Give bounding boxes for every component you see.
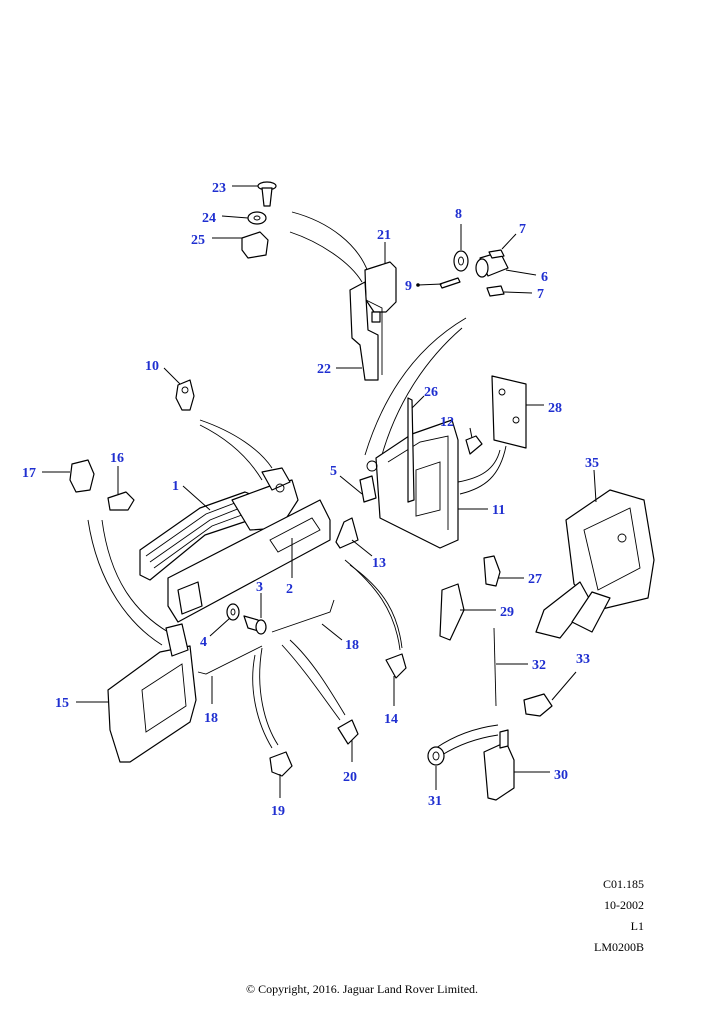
- reference-code: C01.185: [602, 877, 644, 891]
- callouts: 1 2 3 4 5 6 7 7 8 9 10 11 1: [22, 181, 599, 819]
- callout-9: 9: [405, 279, 412, 294]
- callout-24: 24: [202, 211, 216, 226]
- lock-mechanism: [335, 397, 459, 549]
- outer-handle: [139, 467, 299, 581]
- callout-20: 20: [343, 770, 357, 785]
- assembly-guide-lines: [87, 211, 507, 756]
- plate-28-screw-12: [465, 375, 527, 455]
- bracket-29-clip-27: [439, 555, 501, 641]
- callout-18: 18: [345, 638, 359, 653]
- screw-16-nut-17: [69, 459, 135, 511]
- callout-7: 7: [519, 222, 526, 237]
- callout-22: 22: [317, 362, 331, 377]
- clip-10: [175, 379, 195, 411]
- callout-17: 17: [22, 466, 36, 481]
- callout-29: 29: [500, 605, 514, 620]
- callout-3: 3: [256, 580, 263, 595]
- lock-lever-assembly: [349, 261, 397, 381]
- callout-26: 26: [424, 385, 438, 400]
- callout-7-lower: 7: [537, 287, 544, 302]
- copyright-notice: © Copyright, 2016. Jaguar Land Rover Lim…: [245, 982, 479, 996]
- callout-25: 25: [191, 233, 205, 248]
- callout-28: 28: [548, 401, 562, 416]
- callout-33: 33: [576, 652, 590, 667]
- callout-1: 1: [172, 479, 179, 494]
- callout-27: 27: [528, 572, 542, 587]
- screw-washer-3-4: [226, 603, 267, 635]
- callout-30: 30: [554, 768, 568, 783]
- callout-10: 10: [145, 359, 159, 374]
- callout-5: 5: [330, 464, 337, 479]
- callout-32: 32: [532, 658, 546, 673]
- callout-35: 35: [585, 456, 599, 471]
- rods-and-clips: [197, 599, 407, 777]
- drawing-number: LM0200B: [593, 940, 644, 954]
- handle-escutcheon: [167, 499, 331, 623]
- callout-8: 8: [455, 207, 462, 222]
- interior-handle: [107, 623, 197, 763]
- lock-barrel-group: [439, 249, 509, 297]
- actuator-group: [427, 627, 553, 801]
- callout-19: 19: [271, 804, 285, 819]
- callout-23: 23: [212, 181, 226, 196]
- callout-13: 13: [372, 556, 386, 571]
- callout-31: 31: [428, 794, 442, 809]
- callout-12: 12: [440, 415, 454, 430]
- callout-11: 11: [492, 503, 505, 518]
- top-left-hardware: [241, 181, 277, 259]
- callout-16: 16: [110, 451, 124, 466]
- callout-2: 2: [286, 582, 293, 597]
- callout-6: 6: [541, 270, 548, 285]
- reference-date: 10-2002: [604, 898, 644, 912]
- callout-4: 4: [200, 635, 207, 650]
- callout-15: 15: [55, 696, 69, 711]
- reference-level: L1: [630, 919, 644, 933]
- callout-18-lower: 18: [204, 711, 218, 726]
- callout-21: 21: [377, 228, 391, 243]
- callout-14: 14: [384, 712, 398, 727]
- latch-35: [535, 489, 655, 639]
